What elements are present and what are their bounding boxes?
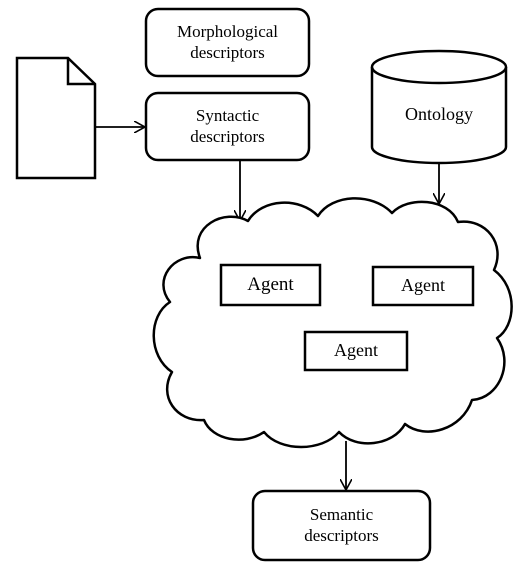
syntactic-line2: descriptors	[190, 126, 265, 146]
ontology-database-icon	[370, 49, 508, 165]
document-fold	[66, 58, 95, 86]
syntactic-descriptors-label: Syntactic descriptors	[146, 93, 309, 160]
semantic-line1: Semantic	[309, 505, 374, 525]
morphological-descriptors-label: Morphological descriptors	[146, 9, 309, 76]
agent-label-left: Agent	[247, 273, 294, 295]
ontology-label: Ontology	[404, 104, 473, 125]
agent-box-right	[371, 265, 475, 307]
agent-label-center: Agent	[334, 340, 378, 361]
agent-box-center	[303, 330, 409, 372]
semantic-descriptors-label: Semantic descriptors	[253, 491, 430, 560]
semantic-line2: descriptors	[304, 525, 379, 545]
morphological-line1: Morphological	[176, 22, 279, 42]
agent-cloud	[152, 197, 513, 449]
agent-box-left	[219, 263, 322, 307]
morphological-line2: descriptors	[190, 42, 265, 62]
semantic-descriptors-box	[251, 489, 432, 562]
syntactic-descriptors-box	[144, 91, 311, 162]
document-icon	[15, 56, 97, 180]
morphological-descriptors-box	[144, 7, 311, 78]
agent-label-right: Agent	[401, 275, 445, 296]
syntactic-line1: Syntactic	[195, 106, 260, 126]
